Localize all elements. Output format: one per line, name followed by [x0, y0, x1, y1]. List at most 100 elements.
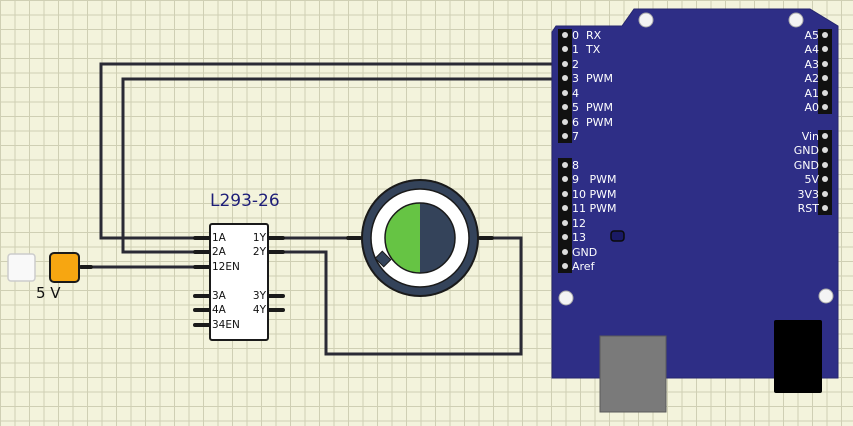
arduino-pin-label: 3 PWM — [572, 72, 613, 85]
arduino-pin-hole[interactable] — [562, 104, 568, 110]
arduino-pin-label: 6 PWM — [572, 116, 613, 129]
ic-pin-label: 3Y — [253, 290, 267, 302]
arduino-pin-label: A3 — [804, 58, 819, 71]
arduino-pin-label: A4 — [804, 43, 819, 56]
header-right-bottom — [818, 130, 832, 215]
mounting-hole — [788, 12, 804, 28]
ic-pin-label: 12EN — [212, 261, 240, 273]
mounting-hole — [818, 288, 834, 304]
ic-right-pin-labels: 1Y 2Y 3Y 4Y — [253, 232, 267, 316]
arduino-pin-label: 3V3 — [797, 188, 819, 201]
arduino-pin-label: GND — [794, 159, 819, 172]
arduino-pin-hole[interactable] — [562, 205, 568, 211]
arduino-pin-hole[interactable] — [562, 234, 568, 240]
arduino-pin-hole[interactable] — [822, 90, 828, 96]
arduino-pin-hole[interactable] — [562, 32, 568, 38]
arduino-pin-label: 4 — [572, 87, 579, 100]
ic-pin-label: 1A — [212, 232, 227, 244]
arduino-pin-label: GND — [572, 246, 597, 259]
arduino-pin-hole[interactable] — [562, 249, 568, 255]
power-jack — [774, 320, 822, 393]
onboard-led-13 — [610, 230, 625, 242]
source-led[interactable] — [49, 252, 80, 283]
arduino-pin-label: A2 — [804, 72, 819, 85]
arduino-pin-label: 7 — [572, 130, 579, 143]
arduino-pin-hole[interactable] — [562, 133, 568, 139]
ic-pin-label: 4A — [212, 304, 227, 316]
arduino-pin-label: 13 — [572, 231, 586, 244]
arduino-pin-label: 10 PWM — [572, 188, 617, 201]
ic-left-pin-labels: 1A 2A 12EN 3A 4A 34EN — [212, 232, 240, 331]
wire-2y-to-motor[interactable] — [284, 236, 523, 356]
voltage-source[interactable]: 5 V — [7, 252, 93, 302]
arduino-pin-hole[interactable] — [562, 75, 568, 81]
arduino-pin-label: Aref — [572, 260, 596, 273]
header-left-bottom — [558, 158, 572, 273]
dc-motor[interactable] — [346, 179, 494, 297]
header-left-top — [558, 29, 572, 143]
ic-pin-label: 34EN — [212, 319, 240, 331]
ic-title: L293-26 — [210, 191, 280, 211]
arduino-pin-label: 0 RX — [572, 29, 602, 42]
arduino-pin-label: A1 — [804, 87, 819, 100]
arduino-pin-hole[interactable] — [822, 75, 828, 81]
ic-pin-stubs — [193, 236, 285, 327]
arduino-pin-hole[interactable] — [822, 32, 828, 38]
ic-pin-label: 2Y — [253, 246, 267, 258]
usb-connector — [599, 335, 667, 413]
arduino-pin-label: 5V — [804, 173, 819, 186]
arduino-pin-hole[interactable] — [822, 104, 828, 110]
ic-pin-label: 2A — [212, 246, 227, 258]
arduino-pcb[interactable] — [551, 8, 839, 379]
arduino-pin-label: 1 TX — [572, 43, 601, 56]
arduino-pin-hole[interactable] — [562, 263, 568, 269]
arduino-pin-hole[interactable] — [822, 176, 828, 182]
ic-pin-label: 3A — [212, 290, 227, 302]
mounting-hole — [558, 290, 574, 306]
arduino-pin-hole[interactable] — [822, 205, 828, 211]
arduino-pin-label: 12 — [572, 217, 586, 230]
mounting-hole — [638, 12, 654, 28]
arduino-pin-label: A0 — [804, 101, 819, 114]
arduino-pin-hole[interactable] — [822, 191, 828, 197]
wire-pin2-to-1a[interactable] — [99, 62, 565, 240]
arduino-pin-label: 9 PWM — [572, 173, 617, 186]
motor-indicator-dark — [420, 203, 455, 273]
motor-terminal-left — [346, 236, 362, 240]
arduino-pin-hole[interactable] — [562, 191, 568, 197]
arduino-pin-hole[interactable] — [562, 46, 568, 52]
arduino-pin-label: A5 — [804, 29, 819, 42]
arduino-pin-hole[interactable] — [822, 61, 828, 67]
arduino-pin-label: RST — [798, 202, 820, 215]
wire-pin3-to-2a[interactable] — [121, 77, 565, 254]
source-terminal — [79, 265, 93, 269]
motor-terminal-right — [478, 236, 494, 240]
source-label: 5 V — [36, 284, 61, 302]
ic-pin-label: 1Y — [253, 232, 267, 244]
l293-ic[interactable]: L293-26 1A 2A 12EN 3A 4A 34EN 1Y 2Y 3Y 4 — [193, 191, 285, 341]
arduino-pin-label: Vin — [802, 130, 819, 143]
ic-pin-label: 4Y — [253, 304, 267, 316]
arduino-pin-label: GND — [794, 144, 819, 157]
arduino-pin-label: 8 — [572, 159, 579, 172]
arduino-pin-hole[interactable] — [562, 119, 568, 125]
arduino-pin-hole[interactable] — [562, 61, 568, 67]
motor-indicator-outline — [384, 202, 456, 274]
arduino-pin-hole[interactable] — [822, 133, 828, 139]
arduino-pin-label: 2 — [572, 58, 579, 71]
arduino-pin-hole[interactable] — [822, 162, 828, 168]
arduino-pin-hole[interactable] — [562, 90, 568, 96]
arduino-pin-hole[interactable] — [822, 147, 828, 153]
arduino-pin-hole[interactable] — [562, 162, 568, 168]
arduino-pin-label: 5 PWM — [572, 101, 613, 114]
arduino-pin-hole[interactable] — [822, 46, 828, 52]
source-switch[interactable] — [7, 253, 36, 282]
arduino-pin-hole[interactable] — [562, 220, 568, 226]
ic-body[interactable] — [209, 223, 269, 341]
motor-shaft-notch — [374, 250, 392, 268]
arduino-pin-hole[interactable] — [562, 176, 568, 182]
